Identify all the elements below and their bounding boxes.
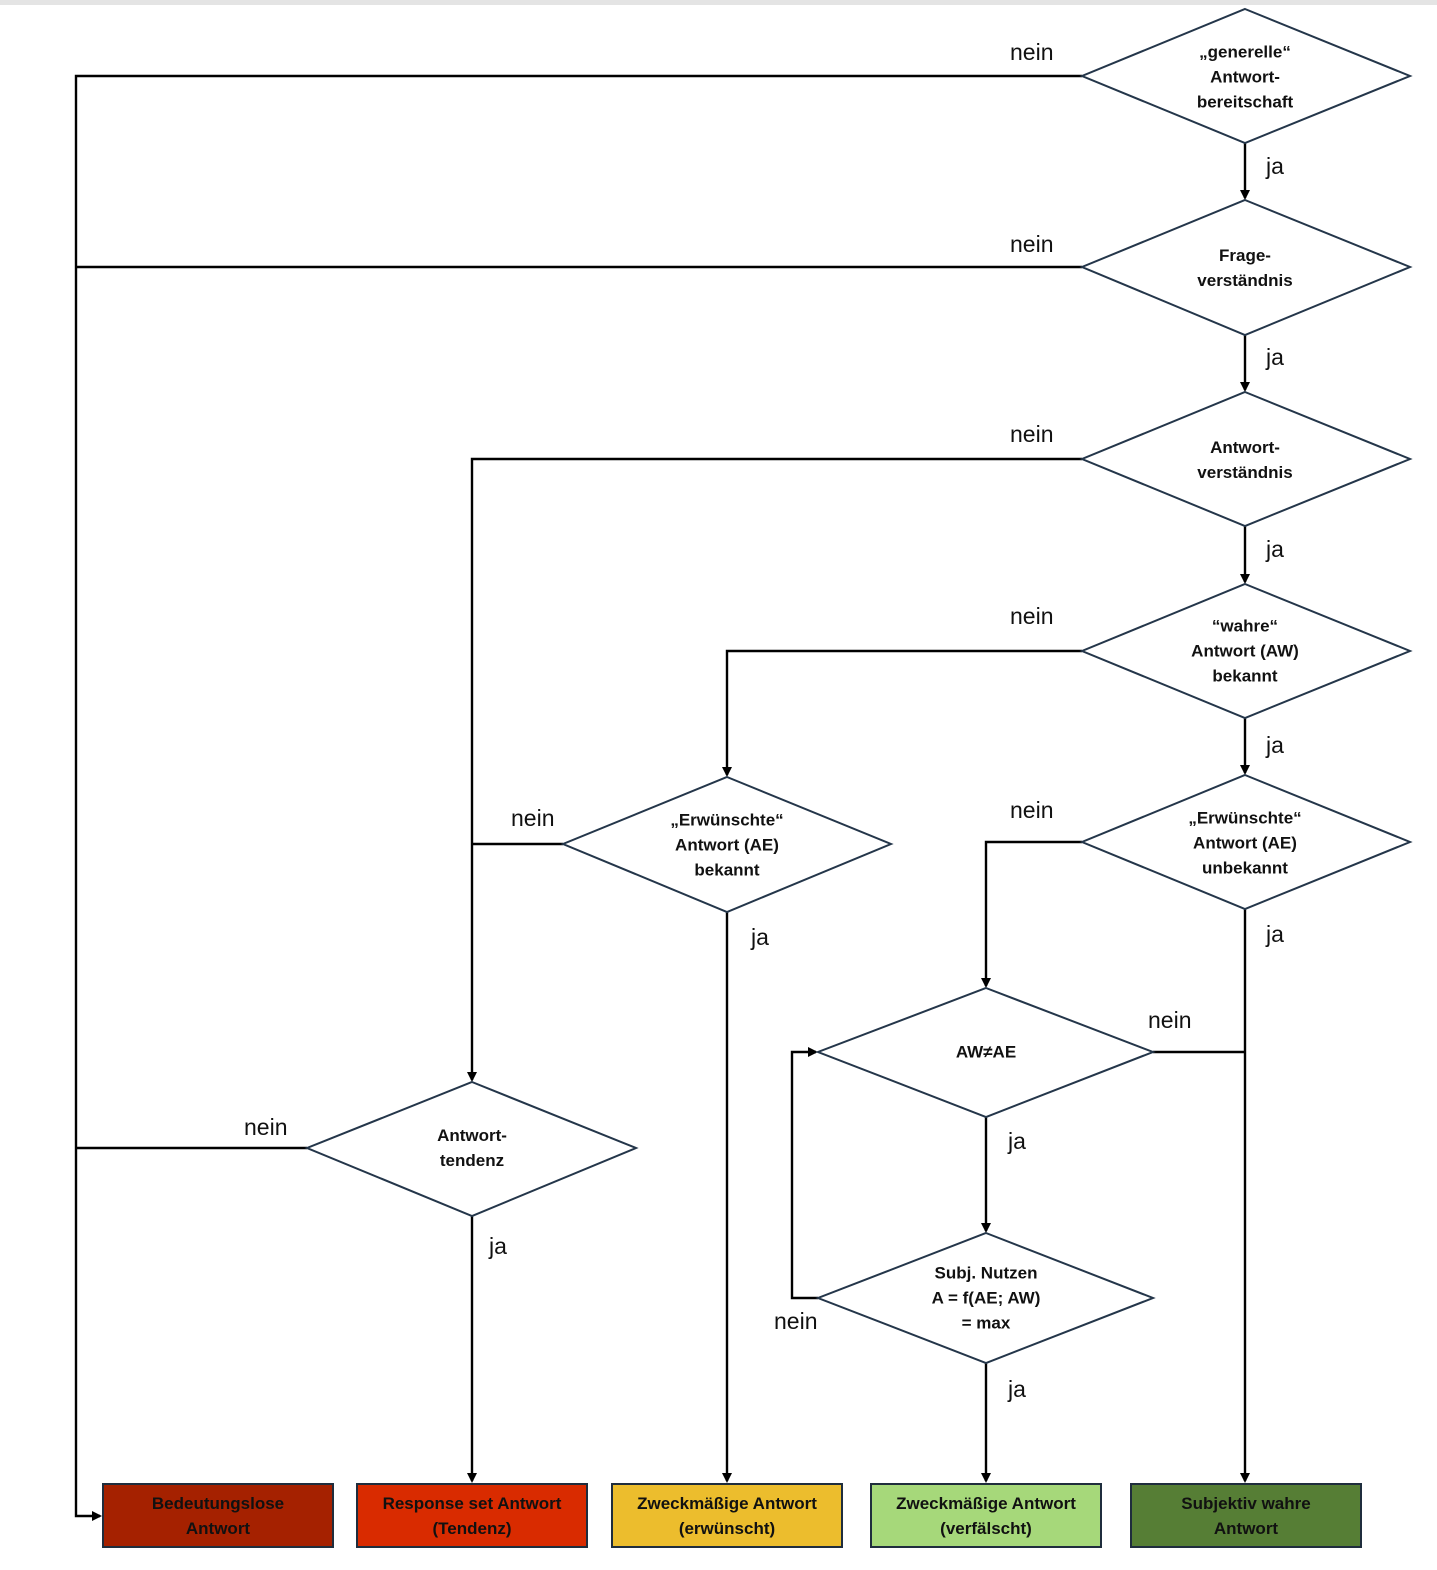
decision-aw-ungleich-ae (815, 986, 1156, 1119)
edge-label-d1-nein: nein (1010, 39, 1054, 65)
decision-erwuenschte-antwort-unbekannt (1079, 773, 1413, 911)
outcome-zweckmaessige-antwort-erwuenscht: Zweckmäßige Antwort (erwünscht) (611, 1483, 843, 1548)
decision-generelle-antwortbereitschaft (1079, 7, 1413, 145)
outcome-response-set-antwort: Response set Antwort (Tendenz) (356, 1483, 588, 1548)
edge-label-d4-ja: ja (1266, 732, 1284, 758)
decision-subjektiver-nutzen (815, 1231, 1156, 1365)
edge-label-d3-ja: ja (1266, 536, 1284, 562)
decision-diamonds (304, 7, 1413, 1365)
window-top-bar (0, 0, 1437, 5)
decision-label-aw-ungleich-ae: AW≠AE (955, 1042, 1017, 1062)
edge-label-d2-ja: ja (1266, 344, 1284, 370)
decision-label-erwuenschte-antwort-bekannt: „Erwünschte“ Antwort (AE) bekannt (670, 810, 784, 880)
decision-label-frageverstaendnis: Frage- verständnis (1197, 246, 1293, 290)
decision-label-antwortverstaendnis: Antwort- verständnis (1197, 438, 1293, 482)
edge-label-d8-nein: nein (774, 1308, 818, 1334)
edge-label-d7-nein: nein (1148, 1007, 1192, 1033)
decision-label-antworttendenz: Antwort- tendenz (437, 1126, 507, 1170)
edge-d4-nein (722, 649, 1082, 777)
decision-label-erwuenschte-antwort-unbekannt: „Erwünschte“ Antwort (AE) unbekannt (1188, 808, 1302, 878)
edge-label-d9-ja: ja (489, 1233, 507, 1259)
decision-wahre-antwort-bekannt (1079, 582, 1413, 720)
decision-label-wahre-antwort-bekannt: “wahre“ Antwort (AW) bekannt (1191, 616, 1299, 686)
decision-antwortverstaendnis (1079, 390, 1413, 528)
outcome-subjektiv-wahre-antwort: Subjektiv wahre Antwort (1130, 1483, 1362, 1548)
decision-antworttendenz (304, 1080, 639, 1218)
connectors (74, 74, 1250, 1521)
decision-erwuenschte-antwort-bekannt (560, 775, 894, 914)
edge-d3-nein (467, 457, 1082, 1082)
edge-d6-nein (981, 840, 1082, 988)
edge-label-d5-ja: ja (751, 924, 769, 950)
outcome-bedeutungslose-antwort: Bedeutungslose Antwort (102, 1483, 334, 1548)
edge-d1-nein (74, 74, 1082, 1521)
decision-label-subjektiver-nutzen: Subj. Nutzen A = f(AE; AW) = max (931, 1263, 1041, 1333)
edge-label-d1-ja: ja (1266, 153, 1284, 179)
edge-label-d6-nein: nein (1010, 797, 1054, 823)
edge-label-d8-ja: ja (1008, 1376, 1026, 1402)
edge-label-d3-nein: nein (1010, 421, 1054, 447)
decision-frageverstaendnis (1079, 198, 1413, 337)
edge-label-d9-nein: nein (244, 1114, 288, 1140)
edge-label-d2-nein: nein (1010, 231, 1054, 257)
edge-label-d4-nein: nein (1010, 603, 1054, 629)
decision-label-generelle-antwortbereitschaft: „generelle“ Antwort- bereitschaft (1196, 42, 1294, 112)
edge-d8-nein (790, 1047, 818, 1300)
edge-label-d5-nein: nein (511, 805, 555, 831)
edge-label-d7-ja: ja (1008, 1128, 1026, 1154)
outcome-zweckmaessige-antwort-verfaelscht: Zweckmäßige Antwort (verfälscht) (870, 1483, 1102, 1548)
edge-label-d6-ja: ja (1266, 921, 1284, 947)
